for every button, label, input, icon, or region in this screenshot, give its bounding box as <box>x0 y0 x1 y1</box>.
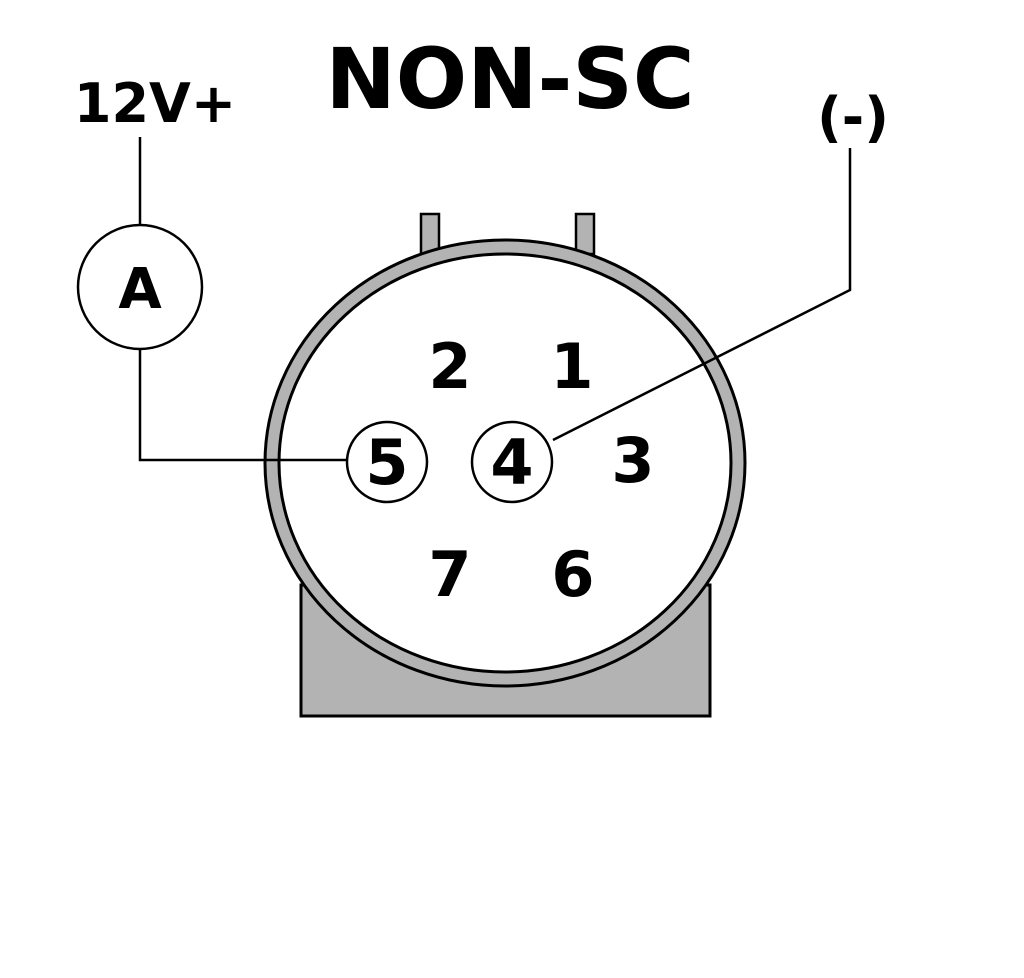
pin-4-circle <box>470 420 554 504</box>
pin-5-label: 5 <box>365 426 408 499</box>
ammeter-label: A <box>118 257 162 322</box>
pin-1-label: 1 <box>550 330 593 403</box>
pin-5-circle <box>345 420 429 504</box>
pin-7-label: 7 <box>428 538 471 611</box>
ammeter-symbol <box>76 223 204 351</box>
positive-label: 12V+ <box>74 72 236 135</box>
diagram-title: NON-SC <box>325 30 694 128</box>
pin-6-label: 6 <box>551 538 594 611</box>
negative-label: (-) <box>817 86 889 149</box>
locking-tab-right <box>574 212 596 256</box>
wire-meter-to-pin5 <box>138 349 347 462</box>
pin-2-label: 2 <box>428 330 471 403</box>
wire-ground-to-pin4 <box>552 148 852 442</box>
pin-3-label: 3 <box>611 424 654 497</box>
pin-4-label: 4 <box>490 426 533 499</box>
